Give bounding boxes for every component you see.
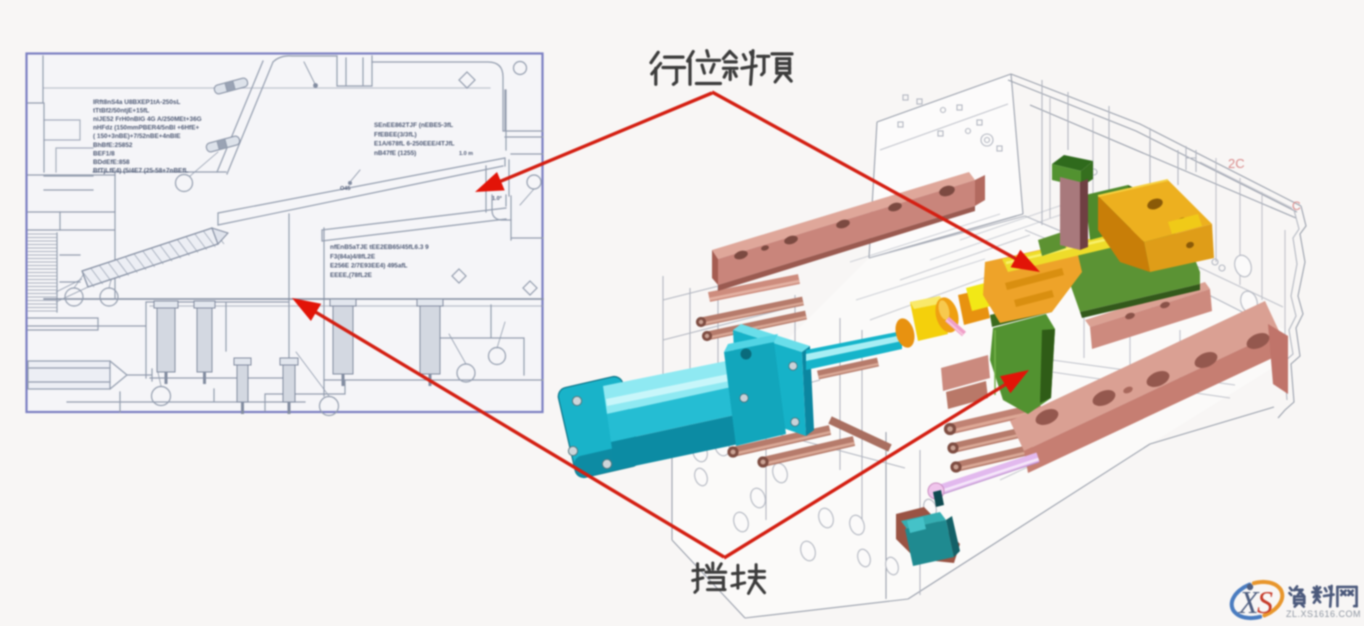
svg-text:SEnEE862TJF (nEBE5-3fL: SEnEE862TJF (nEBE5-3fL	[374, 122, 453, 129]
svg-text:BhBfE:25852: BhBfE:25852	[93, 142, 133, 149]
svg-text:EEEE,(78fL2E: EEEE,(78fL2E	[330, 272, 373, 279]
svg-text:BfTjLfE4) (5/4E7 (25-58+7nBEfL: BfTjLfE4) (5/4E7 (25-58+7nBEfL	[93, 167, 188, 174]
svg-text:BEF1/8: BEF1/8	[93, 150, 115, 157]
svg-text:C: C	[1292, 199, 1301, 213]
svg-text:1.0°: 1.0°	[492, 196, 502, 202]
svg-text:nfEnB5aTJE tEE2EB65/45fL6.3 9: nfEnB5aTJE tEE2EB65/45fL6.3 9	[330, 244, 429, 251]
svg-text:S: S	[1257, 584, 1273, 620]
svg-text:E256E 2/7E93EE4) 495afL: E256E 2/7E93EE4) 495afL	[330, 263, 408, 270]
svg-text:2C: 2C	[1228, 156, 1245, 171]
svg-text:X: X	[1237, 584, 1260, 620]
svg-text:FfEBEE(3/3fL): FfEBEE(3/3fL)	[374, 131, 417, 138]
svg-text:tTtBf2/50ntjE+15fL: tTtBf2/50ntjE+15fL	[93, 108, 149, 115]
svg-text:BDdEfE:858: BDdEfE:858	[93, 159, 130, 166]
svg-text:1.0 m: 1.0 m	[459, 151, 473, 157]
svg-text:E1A/678fL 6-250EEE/4TJfL: E1A/678fL 6-250EEE/4TJfL	[374, 141, 455, 148]
svg-text:nB47fE (1255): nB47fE (1255)	[374, 150, 416, 157]
svg-text:nHFdz (150mmPBER4/5nBI +6HfE+: nHFdz (150mmPBER4/5nBI +6HfE+	[93, 125, 199, 132]
svg-text:niJE52 FrH0nBIG 4G A/250MEt+36: niJE52 FrH0nBIG 4G A/250MEt+36G	[93, 116, 202, 123]
svg-text:IRft8nS4a U8BXEP1tA-250sL: IRft8nS4a U8BXEP1tA-250sL	[93, 99, 180, 106]
svg-text:O45: O45	[340, 186, 350, 192]
svg-text:ZL.XS1616.COM: ZL.XS1616.COM	[1286, 609, 1361, 619]
svg-text:( 150+3nBE)+7/52nBE+4nBIE: ( 150+3nBE)+7/52nBE+4nBIE	[93, 133, 181, 140]
svg-text:F3(84a)4/8fL2E: F3(84a)4/8fL2E	[330, 253, 376, 260]
